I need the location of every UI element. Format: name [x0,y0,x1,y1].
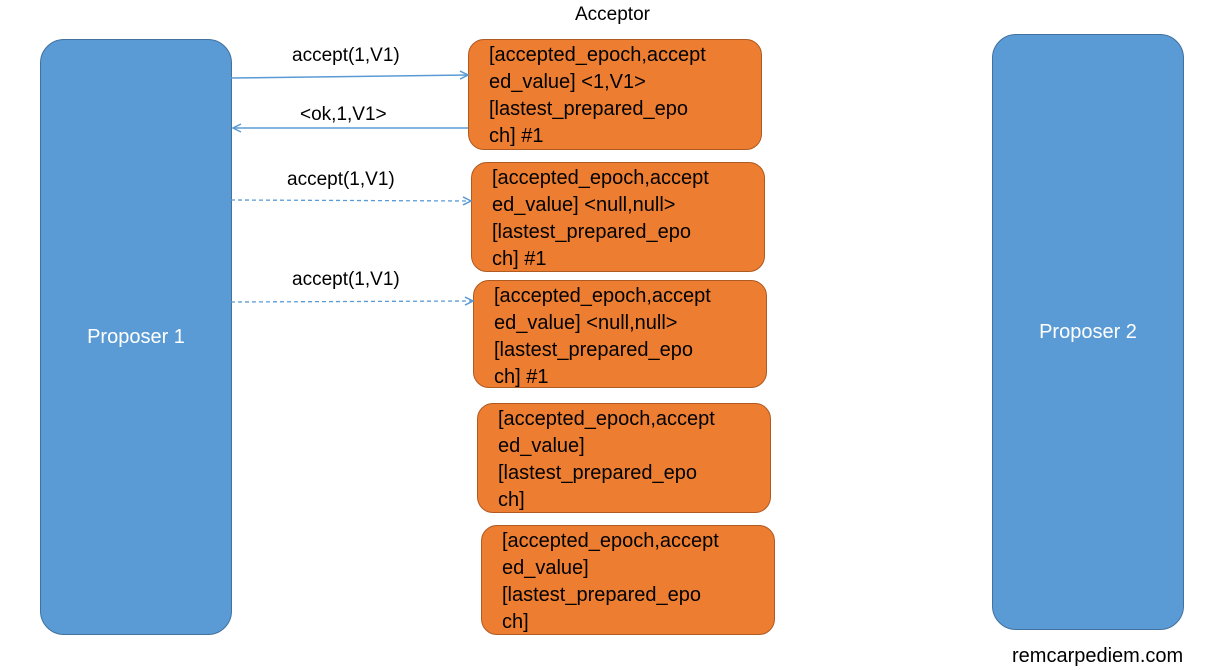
proposer-2-box: Proposer 2 [992,34,1184,630]
acceptor-box-5-line-2: ed_value] [502,557,589,579]
acceptor-box-3-line-1: [accepted_epoch,accept [494,285,711,307]
acceptor-box-3: [accepted_epoch,accept ed_value] <null,n… [473,280,767,388]
proposer-2-label: Proposer 2 [1039,320,1137,343]
acceptor-box-2-line-1: [accepted_epoch,accept [492,167,709,189]
acceptor-box-4: [accepted_epoch,accept ed_value] [lastes… [477,403,771,513]
message-label-1: accept(1,V1) [292,45,400,66]
acceptor-box-5-line-1: [accepted_epoch,accept [502,530,719,552]
message-label-4: accept(1,V1) [292,269,400,290]
acceptor-box-4-line-3: [lastest_prepared_epo [498,462,698,484]
acceptor-box-5: [accepted_epoch,accept ed_value] [lastes… [481,525,775,635]
acceptor-box-4-line-2: ed_value] [498,435,585,457]
accept-arrow-3 [230,301,473,302]
acceptor-box-1-line-3: [lastest_prepared_epo [489,98,689,120]
acceptor-box-2-line-2: ed_value] <null,null> [492,194,676,216]
accept-arrow-1 [230,75,468,78]
watermark-text: remcarpediem.com [1012,645,1184,667]
message-label-2: <ok,1,V1> [300,104,387,125]
acceptor-box-1-line-2: ed_value] <1,V1> [489,71,646,93]
acceptor-box-1-line-1: [accepted_epoch,accept [489,44,706,66]
accept-arrow-2 [230,200,471,201]
acceptor-box-5-line-3: [lastest_prepared_epo [502,584,702,606]
proposer-1-label: Proposer 1 [87,325,185,348]
acceptor-box-4-line-1: [accepted_epoch,accept [498,408,715,430]
acceptor-box-4-line-4: ch] [498,489,525,511]
acceptor-box-3-line-2: ed_value] <null,null> [494,312,678,334]
acceptor-box-1-line-4: ch] #1 [489,125,544,147]
acceptor-box-3-line-4: ch] #1 [494,366,549,388]
acceptor-box-3-line-3: [lastest_prepared_epo [494,339,694,361]
acceptor-box-2: [accepted_epoch,accept ed_value] <null,n… [471,162,765,272]
message-label-3: accept(1,V1) [287,169,395,190]
acceptor-title: Acceptor [575,4,650,25]
acceptor-box-1: [accepted_epoch,accept ed_value] <1,V1> … [468,39,762,150]
proposer-1-box: Proposer 1 [40,39,232,635]
acceptor-box-2-line-4: ch] #1 [492,248,547,270]
acceptor-box-5-line-4: ch] [502,611,529,633]
acceptor-box-2-line-3: [lastest_prepared_epo [492,221,692,243]
